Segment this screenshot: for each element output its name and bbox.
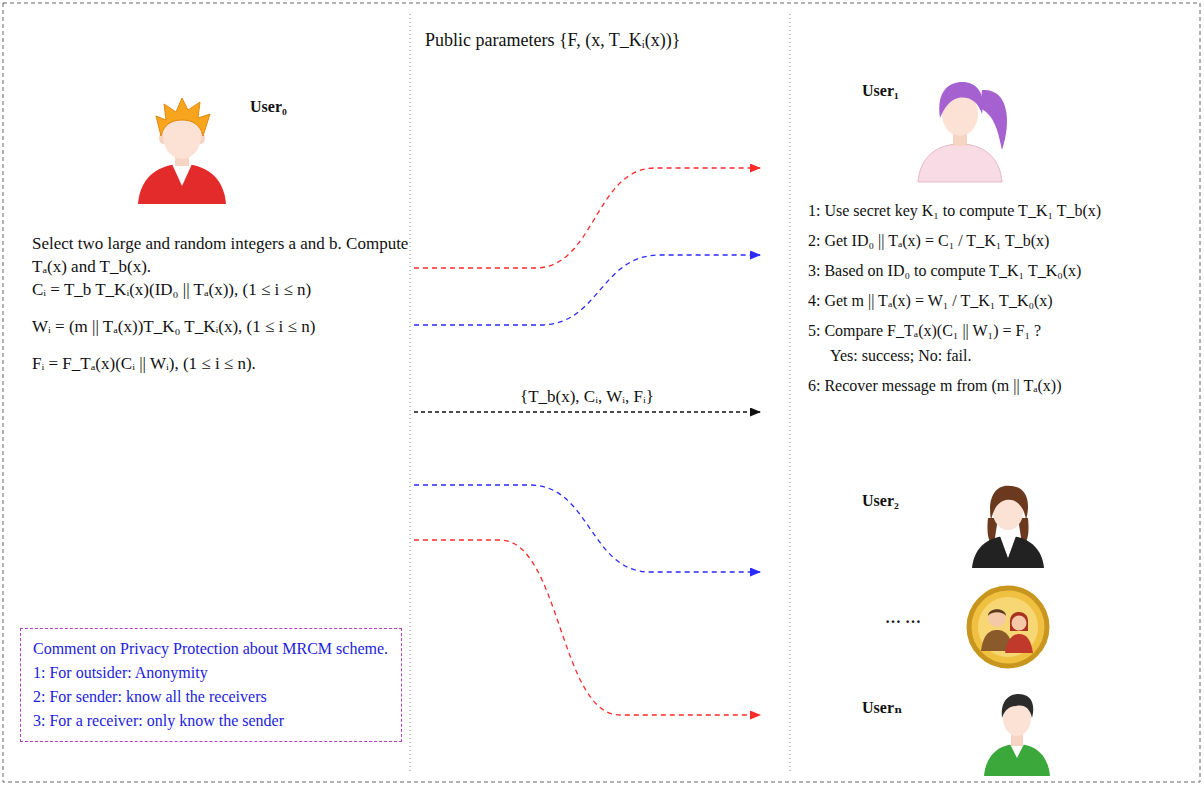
dress: [1005, 634, 1033, 653]
hair: [1010, 612, 1028, 631]
comment-text: 3: For a receiver: only know the sender: [33, 709, 389, 733]
hair: [988, 609, 1006, 616]
hair: [156, 98, 210, 136]
hair: [990, 486, 1028, 520]
user-name: User₁: [862, 82, 899, 100]
procedure-text: Wᵢ = (m || Tₐ(x))T_K₀ T_Kᵢ(x), (1 ≤ i ≤ …: [32, 315, 410, 338]
comment-text: Comment on Privacy Protection about MRCM…: [33, 637, 389, 661]
dashed-arrow: [414, 255, 760, 325]
dashed-arrow: [414, 168, 760, 268]
user-panel: User₁ 1: Use secret key K₁ to compute T_K…: [760, 60, 1200, 505]
text-holder: … …: [885, 609, 921, 627]
user-group-node: … …: [760, 585, 1070, 670]
text-holder: Public parameters {F, (x, T_Kᵢ(x))}: [425, 30, 680, 51]
public-parameters: Public parameters {F, (x, T_Kᵢ(x))}: [425, 30, 680, 51]
ponytail: [980, 90, 1007, 150]
comment-text: 2: For sender: know all the receivers: [33, 685, 389, 709]
step-text: 2: Get ID₀ || Tₐ(x) = C₁ / T_K₁ T_b(x): [808, 230, 1193, 252]
receiver-avatar: [918, 82, 1007, 182]
hair: [939, 82, 983, 118]
collar: [1010, 744, 1024, 758]
text-holder: {T_b(x), Cᵢ, Wᵢ, Fᵢ}: [517, 387, 657, 407]
procedure-text: Select two large and random integers a a…: [32, 232, 410, 278]
text-holder: User₂: [862, 492, 899, 510]
comment-box: Comment on Privacy Protection about MRCM…: [20, 628, 402, 742]
procedure-text: Fᵢ = F_Tₐ(x)(Cᵢ || Wᵢ), (1 ≤ i ≤ n).: [32, 352, 410, 375]
text-holder: User₀: [250, 98, 287, 116]
group-avatar: [969, 588, 1047, 666]
step-text: 4: Get m || Tₐ(x) = W₁ / T_K₁ T_K₀(x): [808, 290, 1193, 312]
collar: [1000, 536, 1016, 558]
text-holder: Userₙ: [862, 698, 902, 717]
user-panel: User₀ Select two large and random integer…: [15, 88, 414, 565]
sender-avatar: [138, 98, 226, 204]
step-text: Yes: success; No: fail.: [808, 345, 1193, 367]
column-divider: [410, 14, 411, 772]
face: [988, 609, 1006, 627]
shirt: [918, 144, 1002, 182]
user-name: User₀: [250, 98, 287, 116]
text-holder: Select two large and random integers a a…: [32, 232, 410, 375]
dashed-arrow: [414, 540, 760, 715]
shirt: [138, 164, 226, 204]
step-text: 5: Compare F_Tₐ(x)(C₁ || W₁) = F₁ ?: [808, 320, 1193, 342]
text-holder: User₁: [862, 82, 899, 100]
dashed-arrow: [414, 485, 760, 572]
edge-label: {T_b(x), Cᵢ, Wᵢ, Fᵢ}: [517, 387, 657, 407]
shirt: [984, 744, 1050, 776]
badge: [969, 588, 1047, 666]
ellipsis-text: … …: [885, 609, 921, 627]
badge-inner: [978, 597, 1038, 657]
user-name: User₂: [862, 492, 899, 510]
step-text: 3: Based on ID₀ to compute T_K₁ T_K₀(x): [808, 260, 1193, 282]
dashed-arrow: [414, 411, 760, 412]
vest: [972, 536, 1044, 568]
outer-border: [3, 3, 1200, 782]
step-text: 1: Use secret key K₁ to compute T_K₁ T_b…: [808, 200, 1193, 222]
procedure-text: Cᵢ = T_b T_Kᵢ(x)(ID₀ || Tₐ(x)), (1 ≤ i ≤…: [32, 278, 410, 301]
receiver-avatar: [984, 694, 1050, 776]
hair: [1002, 694, 1033, 718]
face: [1012, 616, 1027, 631]
comment-text: 1: For outsider: Anonymity: [33, 661, 389, 685]
collar: [172, 164, 192, 186]
column-divider: [790, 14, 791, 772]
step-text: 6: Recover message m from (m || Tₐ(x)): [808, 375, 1193, 397]
user-node: User₂: [760, 478, 1060, 578]
text-holder: 1: Use secret key K₁ to compute T_K₁ T_b…: [808, 200, 1193, 397]
user-name: Userₙ: [862, 698, 902, 717]
user-node: Userₙ: [760, 680, 1060, 776]
receiver-avatar: [972, 486, 1044, 568]
